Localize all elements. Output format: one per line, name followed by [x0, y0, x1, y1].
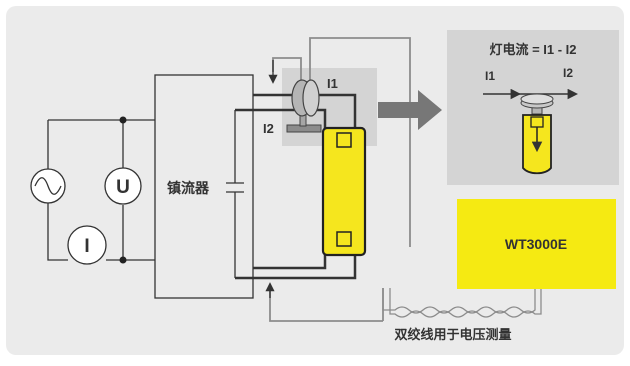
fluorescent-lamp-icon	[321, 126, 367, 257]
inset-i2-label: I2	[563, 66, 573, 80]
inset-i1-label: I1	[485, 69, 495, 83]
junction-dot	[119, 116, 127, 124]
voltmeter-icon: U	[104, 167, 142, 205]
inset-lamp-icon	[522, 114, 552, 175]
junction-dot	[119, 256, 127, 264]
instrument-label: WT3000E	[505, 236, 567, 252]
zoom-arrow	[378, 90, 442, 130]
i2-label: I2	[263, 121, 274, 136]
i1-label: I1	[327, 76, 338, 91]
lamp-current-formula: 灯电流 = I1 - I2	[489, 42, 576, 57]
twisted-pair-caption: 双绞线用于电压测量	[394, 327, 511, 342]
lamp-wires	[235, 93, 357, 280]
twisted-pair-wire	[382, 288, 542, 318]
ammeter-label: I	[84, 236, 89, 257]
inset-sensor-icon	[520, 93, 554, 115]
ballast-box	[154, 74, 254, 299]
current-clamp-icon	[286, 79, 322, 133]
input-circuit	[47, 119, 155, 261]
ammeter-icon: I	[67, 225, 107, 265]
ac-source-icon	[30, 168, 66, 204]
ballast-label: 镇流器	[167, 180, 210, 196]
capacitor-icon	[226, 110, 244, 278]
wt3000e-instrument	[457, 199, 616, 289]
voltmeter-label: U	[116, 177, 130, 198]
